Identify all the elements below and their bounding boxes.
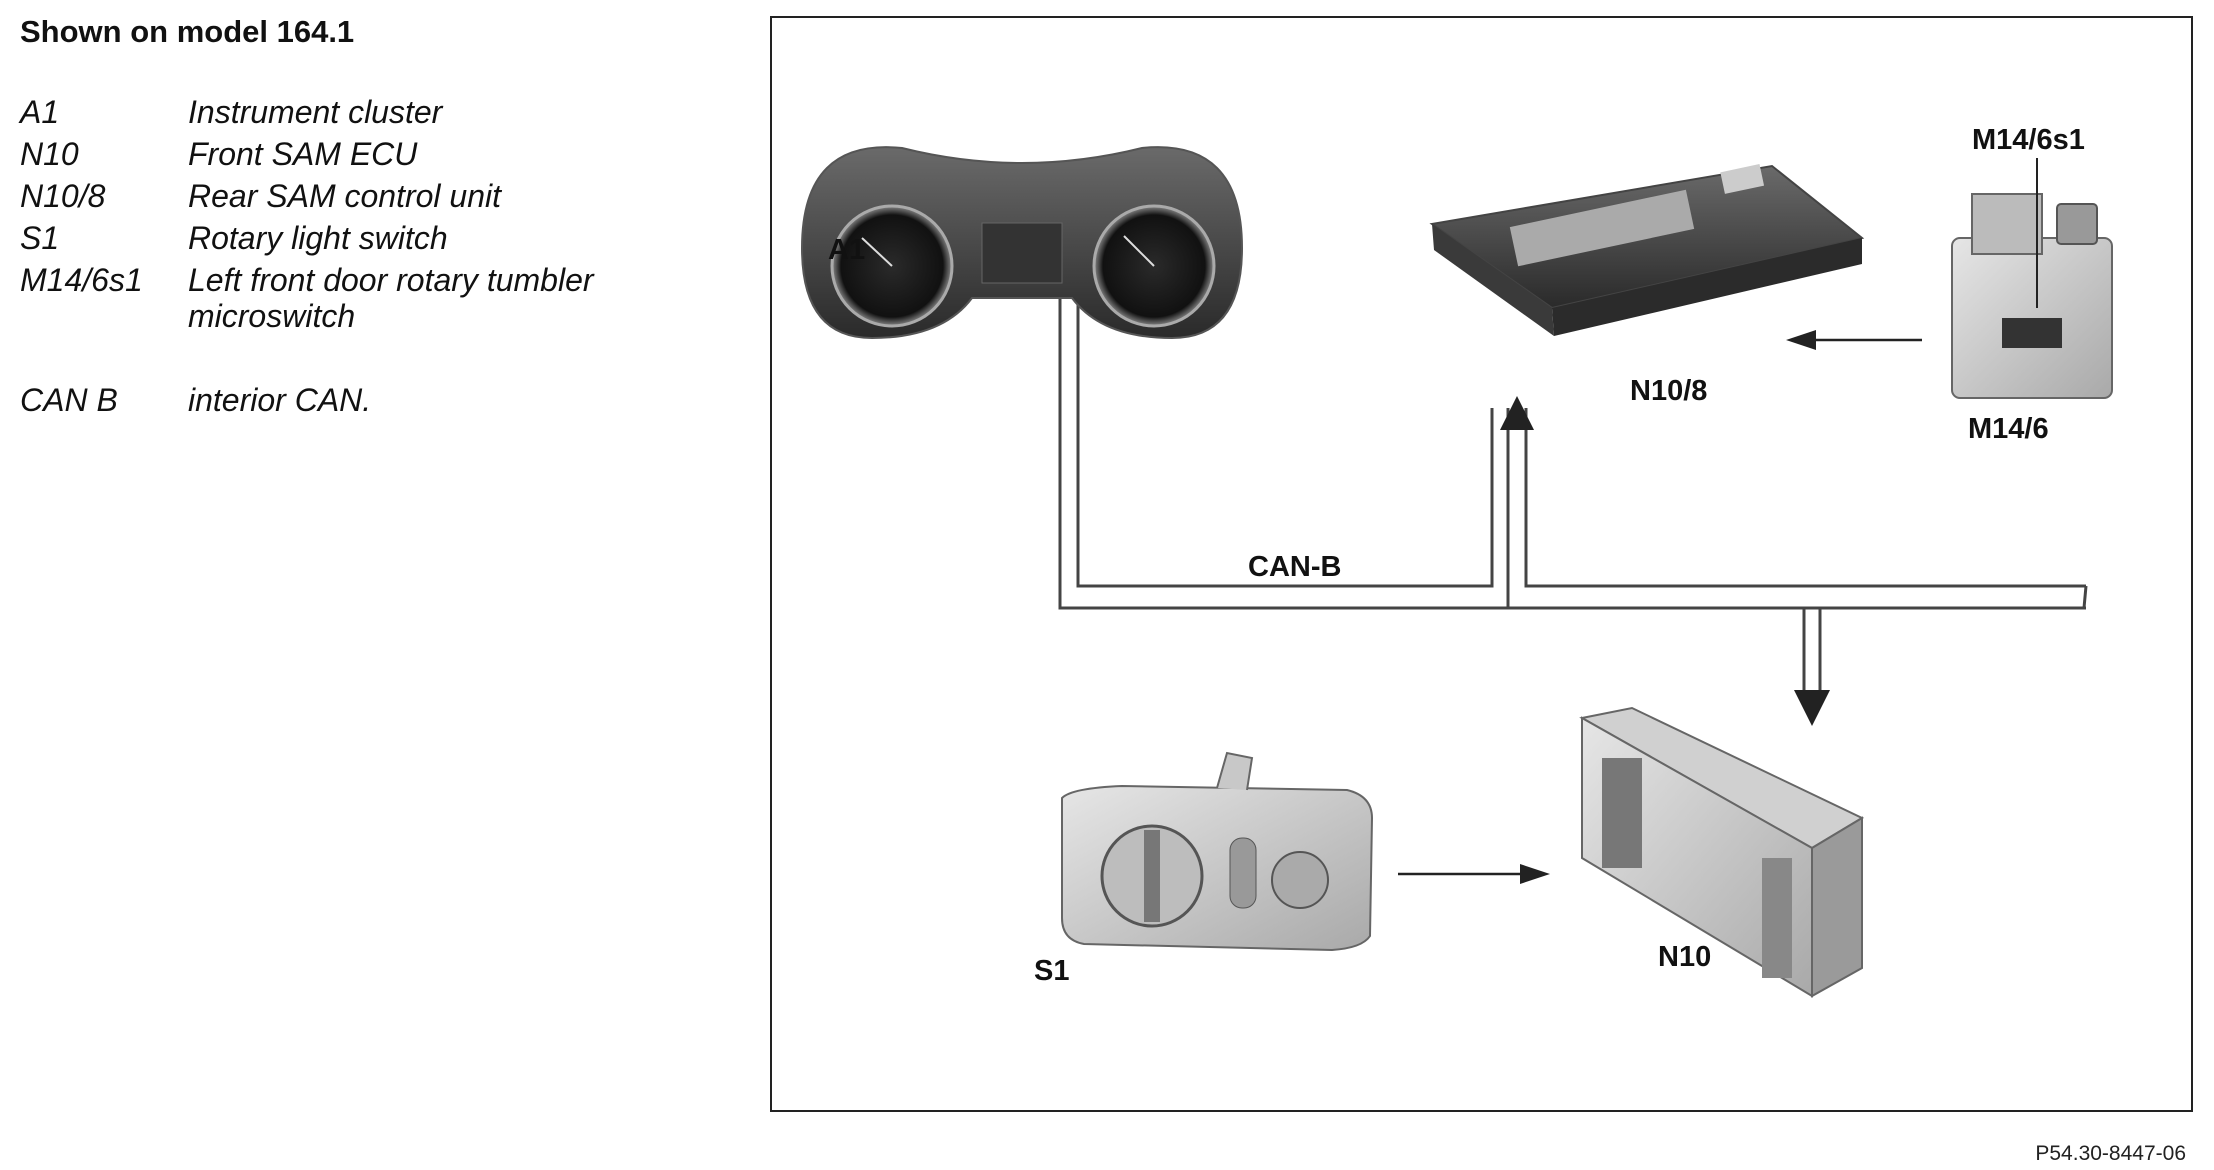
arrowhead-to-n10-8 [1500,396,1534,430]
diagram-drawing [800,146,2113,998]
legend-code: N10 [20,136,79,172]
page-title: Shown on model 164.1 [20,14,355,49]
legend-code: A1 [20,94,60,130]
instrument-cluster-image [800,146,1244,340]
label-s1: S1 [1034,955,1070,987]
can-b-bus [1058,262,2088,690]
can-b-diagram: A1 N10/8 M14/6s1 M14/6 CAN-B S1 N10 [770,16,2193,1112]
legend-code: M14/6s1 [20,262,143,298]
door-lock-image [1951,158,2113,399]
front-sam-image [1579,706,1865,998]
label-n10-8: N10/8 [1630,375,1708,407]
legend-desc: Left front door rotary tumbler microswit… [188,262,594,334]
legend-code: CAN B [20,382,118,418]
light-switch-image [1061,751,1374,952]
label-m14-6s1: M14/6s1 [1972,124,2085,156]
arrow-m14-to-n10-8 [1786,330,1922,350]
label-n10: N10 [1658,941,1712,973]
arrow-s1-to-n10 [1398,864,1550,884]
figure-reference: P54.30-8447-06 [2035,1142,2186,1165]
legend-code: N10/8 [20,178,106,214]
legend-code: S1 [20,220,60,256]
label-can-b: CAN-B [1248,551,1342,583]
legend-desc: Rear SAM control unit [188,178,502,214]
legend-desc: Rotary light switch [188,220,448,256]
arrowhead-to-n10 [1794,690,1830,726]
legend-desc: Instrument cluster [188,94,443,130]
label-m14-6: M14/6 [1968,413,2049,445]
legend-desc: Front SAM ECU [188,136,418,172]
label-a1: A1 [828,234,866,266]
rear-sam-image [1429,164,1865,336]
legend-desc: interior CAN. [188,382,372,418]
